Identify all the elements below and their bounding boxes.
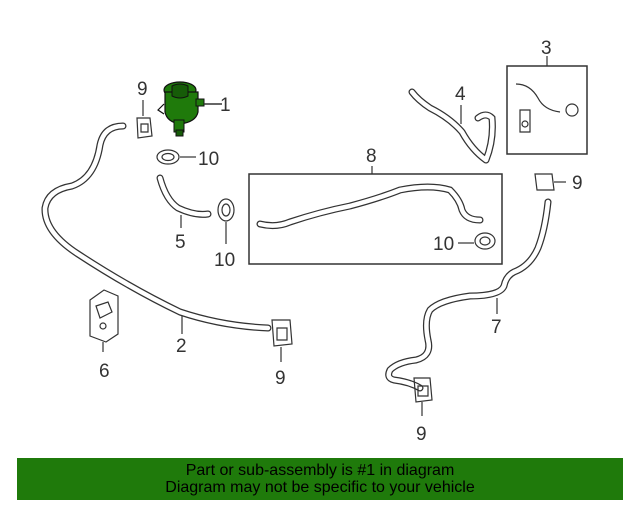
callout-6: 6 <box>99 361 110 382</box>
callout-10-top: 10 <box>198 149 219 170</box>
callout-2: 2 <box>176 336 187 357</box>
part-3-contents <box>515 83 579 133</box>
callout-9-bottom-right: 9 <box>416 424 427 445</box>
callout-4: 4 <box>455 84 466 105</box>
part-6-bracket[interactable] <box>89 289 119 352</box>
callout-9-right: 9 <box>572 173 583 194</box>
callout-1: 1 <box>220 95 231 116</box>
footer-line-1: Part or sub-assembly is #1 in diagram <box>185 462 455 479</box>
part-10-clamp-mid[interactable] <box>217 198 235 222</box>
part-9-clip-bottom-right[interactable] <box>413 377 433 403</box>
part-9-clip-lower-mid[interactable] <box>271 319 293 347</box>
part-9-clip-top-left[interactable] <box>136 117 153 139</box>
callout-3: 3 <box>541 38 552 59</box>
part-3-box-small[interactable] <box>506 65 588 155</box>
footer-banner: Part or sub-assembly is #1 in diagram Di… <box>17 458 623 500</box>
part-8-box-large[interactable] <box>248 173 503 265</box>
part-10-clamp-box[interactable] <box>474 232 496 250</box>
callout-8: 8 <box>366 146 377 167</box>
footer-line-2: Diagram may not be specific to your vehi… <box>165 479 475 496</box>
part-10-clamp-top[interactable] <box>156 149 180 165</box>
part-9-clip-right[interactable] <box>534 173 555 191</box>
callout-9-lower-mid: 9 <box>275 368 286 389</box>
callout-7: 7 <box>491 317 502 338</box>
callout-5: 5 <box>175 232 186 253</box>
callout-9-top-left: 9 <box>137 79 148 100</box>
part-1-pump[interactable] <box>157 81 205 137</box>
callout-10-box: 10 <box>433 234 454 255</box>
callout-10-mid: 10 <box>214 250 235 271</box>
